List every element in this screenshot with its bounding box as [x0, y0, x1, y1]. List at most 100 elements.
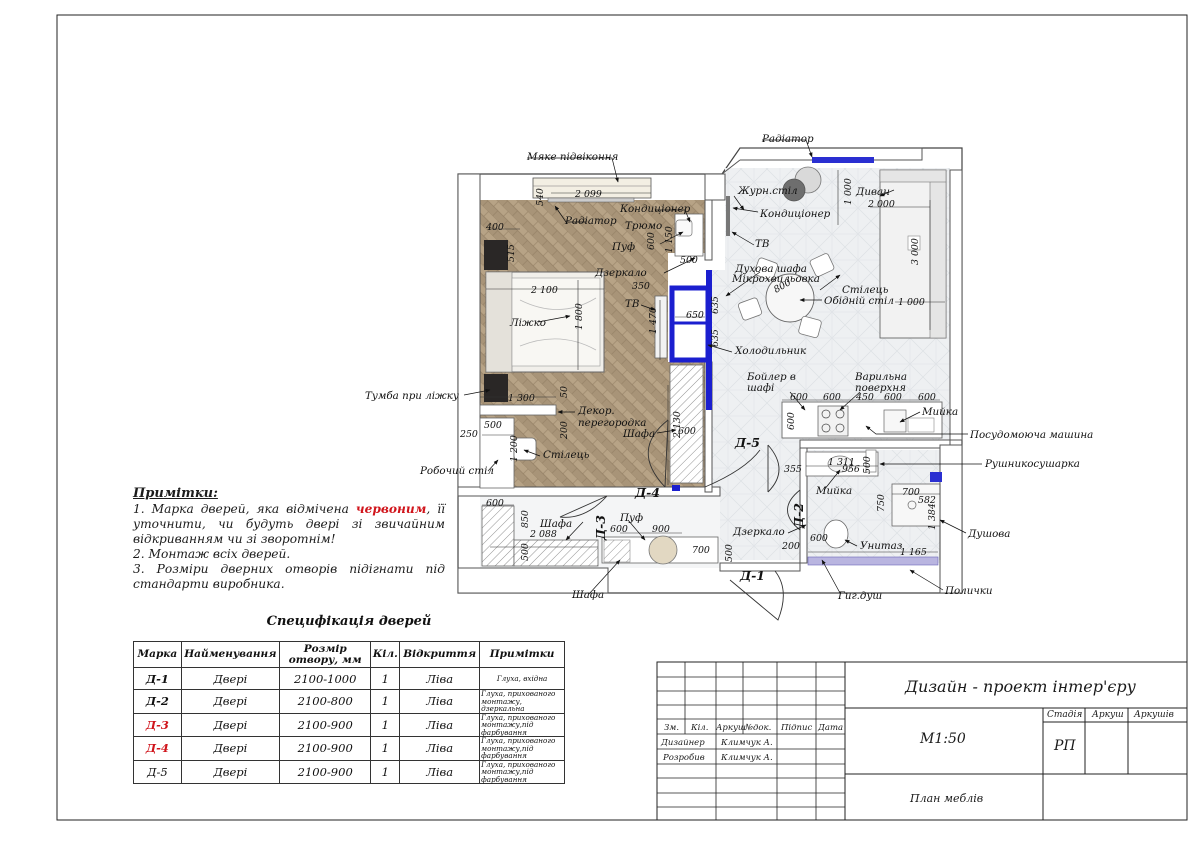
door-mark: Д-3: [133, 712, 182, 737]
note-1-text: 1. Марка дверей, яка відмічена: [133, 502, 356, 516]
desk-chair: [513, 437, 537, 461]
bed: [485, 271, 605, 373]
label-tv-living: ТВ: [755, 238, 770, 250]
sheet-frame: [56, 14, 1188, 821]
label-puf-bed: Пуф: [611, 241, 635, 253]
dim-text: 1 800: [574, 303, 585, 330]
door-name: Двері: [180, 759, 281, 784]
dimension-lines: [480, 170, 945, 560]
sofa: [879, 169, 947, 339]
door-note: Глуха, прихованого монтажу,під фарбуванн…: [479, 759, 565, 784]
dim-text: 1 470: [648, 307, 659, 334]
dim-text: 700: [902, 487, 920, 498]
dim-text: 600: [678, 426, 696, 437]
door-mark-d5: Д-5: [734, 435, 760, 450]
dim-text: 1 000: [898, 297, 925, 308]
dim-text: 600: [918, 392, 936, 403]
decor-partition-line: Декор.: [577, 405, 615, 417]
door-name: Двері: [180, 712, 281, 737]
col-open: Відкриття: [399, 641, 481, 668]
puf-bedroom: [675, 219, 693, 237]
dim-text: 600: [790, 392, 808, 403]
decor-partition: [479, 404, 557, 416]
door-qty: 1: [370, 759, 401, 784]
title-block: [656, 661, 1188, 821]
label-dishwasher: Посудомоюча машина: [969, 429, 1093, 441]
col-qty: Кіл.: [370, 641, 401, 668]
dim-text: 250: [459, 429, 478, 440]
note-1: 1. Марка дверей, яка відмічена червоним,…: [133, 502, 445, 547]
door-qty: 1: [370, 712, 401, 737]
label-chair-dining: Стілець: [842, 284, 889, 296]
dim-text: 400: [485, 222, 504, 233]
door-spec-table: Марка Найменування Розмір отвору, мм Кіл…: [133, 641, 565, 784]
kitchen-counter: [781, 401, 943, 439]
door-mark: Д-1: [133, 667, 182, 690]
label-towel-dryer: Рушникосушарка: [984, 458, 1080, 470]
radiator-living: [812, 157, 874, 163]
dim-text: 600: [486, 498, 504, 509]
dim-text: 850: [520, 510, 531, 528]
dim-text: 540: [535, 188, 546, 206]
label-bed: Ліжко: [509, 317, 546, 329]
door-name: Двері: [180, 689, 281, 714]
door-name: Двері: [180, 667, 281, 690]
door-spec-title: Специфікація дверей: [266, 614, 432, 629]
door-open: Ліва: [399, 759, 481, 784]
dim-text: 500: [680, 255, 698, 266]
door-open: Ліва: [399, 689, 481, 714]
developer-name: Климчук А.: [721, 753, 773, 763]
label-sofa: Диван: [855, 186, 890, 198]
designer-role: Дизайнер: [661, 738, 705, 748]
door-size: 2100-900: [279, 712, 372, 737]
radiator-bedroom: [547, 197, 635, 203]
desk: [479, 417, 515, 489]
dim-text: 750: [876, 494, 887, 512]
door-qty: 1: [370, 736, 401, 761]
dim-text: 600: [646, 232, 657, 250]
dim-text: 50: [559, 386, 570, 398]
leader-lines: [463, 139, 982, 595]
label-ac-bed: Кондиціонер: [619, 203, 691, 215]
door-mark-d2: Д-2: [791, 503, 806, 529]
dim-text: 600: [810, 533, 828, 544]
door-note: Глуха, вхідна: [479, 667, 565, 690]
label-soft-sill: Мяке підвіконня: [526, 151, 619, 163]
door-qty: 1: [370, 667, 401, 690]
dim-text: 582: [918, 495, 936, 506]
door-mark-d1: Д-1: [739, 568, 765, 583]
label-decor-partition: Декор.перегородка: [577, 405, 646, 429]
label-shelves: Полички: [944, 585, 993, 597]
door-name: Двері: [180, 736, 281, 761]
dim-text: 500: [862, 456, 873, 474]
dim-text: 1 384: [927, 503, 938, 530]
dim-text: 2 088: [529, 529, 557, 540]
door-table-header: Марка Найменування Розмір отвору, мм Кіл…: [133, 641, 565, 668]
dim-text: 1 200: [509, 435, 520, 462]
col-kil: Кіл.: [691, 723, 709, 733]
dim-text: 600: [610, 524, 628, 535]
label-desk: Робочий стіл: [419, 465, 494, 477]
label-nightstand: Тумба при ліжку: [365, 390, 459, 402]
note-1-text-end: , її уточнити, чи будуть двері зі звичай…: [133, 502, 446, 546]
label-trumo: Трюмо: [625, 220, 662, 232]
dim-text: 1 311: [828, 457, 855, 468]
table-row: Д-1 Двері 2100-1000 1 Ліва Глуха, вхідна: [133, 667, 565, 690]
dim-text: 350: [632, 281, 650, 292]
dim-text: 2 130: [672, 411, 683, 439]
note-2: 2. Монтаж всіх дверей.: [133, 547, 291, 561]
door-open: Ліва: [399, 712, 481, 737]
col-note: Примітки: [479, 641, 565, 668]
scale: М1:50: [920, 731, 966, 747]
col-data: Дата: [818, 723, 844, 733]
note-3: 3. Розміри дверних отворів підігнати під…: [133, 562, 445, 591]
col-name: Найменування: [180, 641, 281, 668]
col-size: Розмір отвору, мм: [279, 641, 372, 668]
dining-table: [765, 273, 815, 323]
sheet-label: Аркуш: [1092, 710, 1124, 720]
table-row: Д-2 Двері 2100-800 1 Ліва Глуха, прихова…: [133, 689, 565, 714]
towel-dryer: [865, 449, 877, 473]
dim-text: 355: [784, 464, 802, 475]
